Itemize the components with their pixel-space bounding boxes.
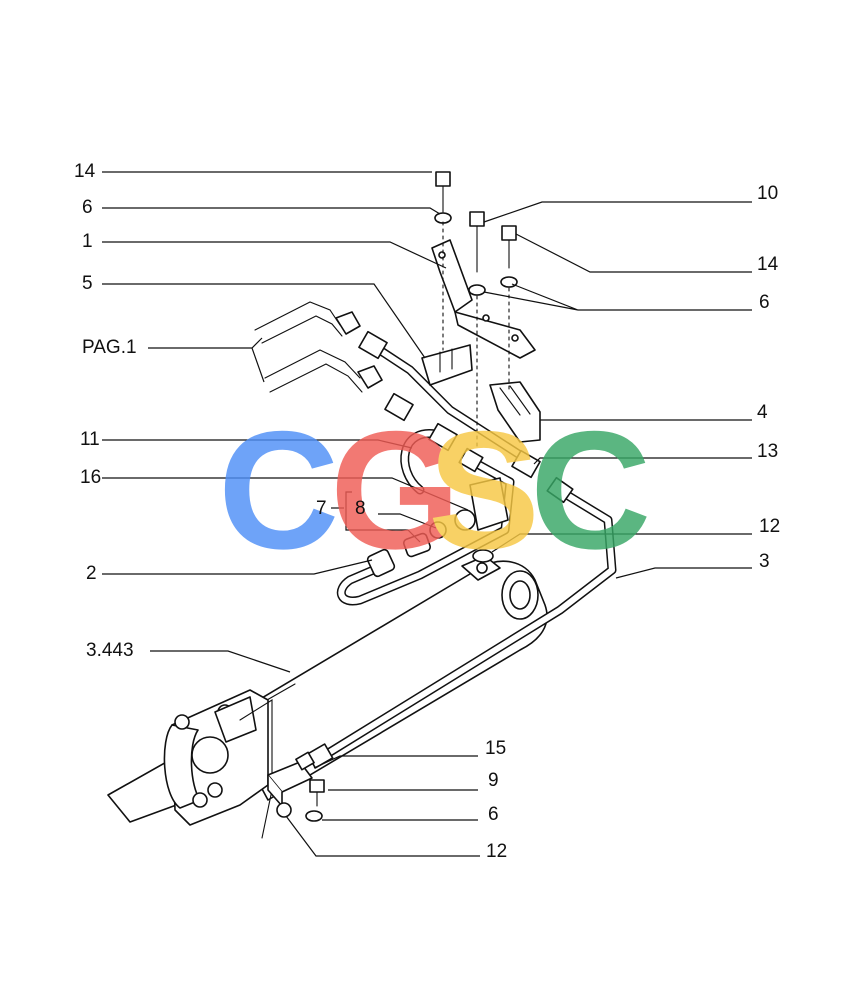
leader-lines (102, 171, 752, 857)
callout-13: 13 (757, 441, 778, 462)
callout-7: 7 (316, 498, 327, 519)
callout-pag1: PAG.1 (82, 337, 137, 358)
callout-3443: 3.443 (86, 640, 134, 661)
callout-6-bottom: 6 (488, 804, 499, 825)
callout-14-right: 14 (757, 254, 779, 275)
pipe-5-and-11 (358, 330, 541, 495)
callout-8: 8 (355, 498, 366, 519)
pag1-pipes (254, 301, 383, 393)
callout-labels: 14 6 1 5 PAG.1 11 16 7 8 2 3.443 10 14 6… (74, 161, 780, 862)
small-parts (305, 477, 509, 822)
callout-11: 11 (80, 429, 100, 450)
callout-12-bottom: 12 (486, 841, 507, 862)
watermark-letter-g: G (330, 396, 461, 584)
callout-16: 16 (80, 467, 101, 488)
callout-12-right: 12 (759, 516, 780, 537)
watermark-letter-s: S (428, 396, 540, 584)
callout-14-top: 14 (74, 161, 96, 182)
callout-9: 9 (488, 770, 499, 791)
cylinder-assembly (107, 555, 548, 839)
callout-3: 3 (759, 551, 770, 572)
callout-15: 15 (485, 738, 506, 759)
callout-1: 1 (82, 231, 93, 252)
callout-5: 5 (82, 273, 93, 294)
callout-6-right: 6 (759, 292, 770, 313)
callout-2: 2 (86, 563, 97, 584)
callout-4: 4 (757, 402, 768, 423)
mounting-brackets (421, 171, 541, 451)
watermark-letter-c1: C (218, 396, 339, 584)
watermark-letter-c2: C (530, 396, 651, 584)
pipe-2 (336, 447, 515, 606)
watermark: C G S C (218, 396, 651, 584)
callout-6-top: 6 (82, 197, 93, 218)
callout-10: 10 (757, 183, 778, 204)
